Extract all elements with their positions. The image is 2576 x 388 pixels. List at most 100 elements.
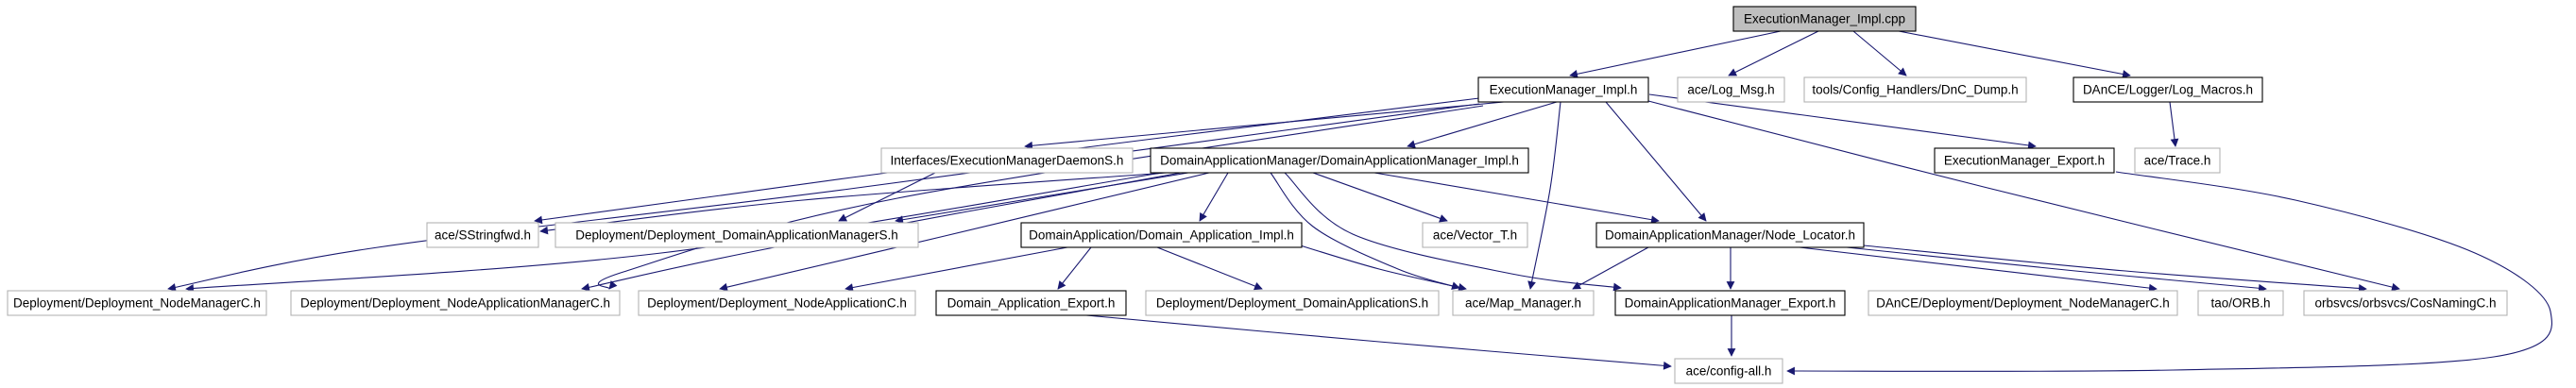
graph-node-label-damS: Deployment/Deployment_DomainApplicationM…: [575, 228, 897, 243]
include-edge-dam-to-nloc: [1373, 172, 1660, 225]
include-edge-emh-to-emexport: [1648, 93, 2037, 150]
graph-node-box-vec: [1422, 222, 1528, 248]
include-edge-dam-to-map: [1270, 172, 1460, 290]
graph-node-box-emh[interactable]: [1477, 76, 1649, 103]
include-edge-dam-to-vec: [1312, 172, 1448, 223]
include-edge-dai-to-map: [1293, 243, 1467, 292]
include-edge-cpp-to-logmsg: [1728, 30, 1819, 76]
graph-node-label-cpp: ExecutionManager_Impl.cpp: [1744, 12, 1905, 26]
include-edge-nloc-to-map: [1572, 246, 1649, 290]
include-edge-emh-to-dam: [1407, 101, 1558, 148]
graph-node-label-dnc: tools/Config_Handlers/DnC_Dump.h: [1812, 83, 2018, 97]
include-edge-dai-to-daexp: [1057, 246, 1092, 290]
graph-node-damS: Deployment/Deployment_DomainApplicationM…: [554, 222, 919, 248]
graph-node-nloc[interactable]: DomainApplicationManager/Node_Locator.h: [1595, 222, 1865, 248]
graph-node-emexport[interactable]: ExecutionManager_Export.h: [1934, 147, 2115, 174]
graph-node-box-damexp[interactable]: [1614, 290, 1846, 316]
graph-node-box-namc: [290, 290, 621, 316]
graph-node-map: ace/Map_Manager.h: [1452, 290, 1595, 316]
include-edge-emh-to-map: [1527, 101, 1561, 290]
graph-node-dnc: tools/Config_Handlers/DnC_Dump.h: [1803, 76, 2027, 103]
graph-node-box-emexport[interactable]: [1934, 147, 2115, 174]
include-edge-dam-to-dai: [1199, 172, 1229, 222]
graph-node-box-dai[interactable]: [1020, 222, 1303, 248]
graph-node-box-logmsg: [1677, 76, 1785, 103]
graph-node-sstr: ace/SStringfwd.h: [426, 222, 539, 248]
graph-node-cfg: ace/config-all.h: [1674, 358, 1783, 384]
graph-node-nac: Deployment/Deployment_NodeApplicationC.h: [638, 290, 916, 316]
graph-node-namc: Deployment/Deployment_NodeApplicationMan…: [290, 290, 621, 316]
include-edge-dam-to-damexp: [1284, 172, 1622, 292]
include-edge-nloc-to-orb: [1846, 246, 2267, 293]
graph-node-box-damS: [554, 222, 919, 248]
graph-node-box-orb: [2197, 290, 2284, 316]
graph-node-label-damexp: DomainApplicationManager_Export.h: [1625, 296, 1836, 311]
graph-node-box-sstr: [426, 222, 539, 248]
graph-node-emh[interactable]: ExecutionManager_Impl.h: [1477, 76, 1649, 103]
graph-node-label-orb: tao/ORB.h: [2210, 296, 2270, 311]
graph-node-label-cfg: ace/config-all.h: [1686, 364, 1772, 379]
node-layer: ExecutionManager_Impl.cppExecutionManage…: [7, 6, 2508, 384]
graph-node-label-dancenmc: DAnCE/Deployment/Deployment_NodeManagerC…: [1876, 296, 2170, 311]
include-edge-cpp-to-emh: [1569, 30, 1782, 78]
graph-node-box-dnc: [1803, 76, 2027, 103]
graph-node-nmc: Deployment/Deployment_NodeManagerC.h: [7, 290, 267, 316]
include-edge-daexp-to-cfg: [1085, 314, 1672, 370]
graph-node-vec: ace/Vector_T.h: [1422, 222, 1528, 248]
graph-node-box-dancenmc: [1868, 290, 2178, 316]
graph-node-label-dam: DomainApplicationManager/DomainApplicati…: [1160, 154, 1519, 168]
include-edge-dam-to-nac: [719, 172, 1210, 292]
include-edge-nloc-to-cos: [1863, 245, 2367, 293]
include-edge-cpp-to-dnc: [1852, 30, 1907, 76]
graph-node-box-trace: [2134, 147, 2221, 174]
graph-node-box-nloc[interactable]: [1595, 222, 1865, 248]
graph-node-box-cfg: [1674, 358, 1783, 384]
graph-node-logmacros[interactable]: DAnCE/Logger/Log_Macros.h: [2073, 76, 2263, 103]
graph-node-ifaces: Interfaces/ExecutionManagerDaemonS.h: [880, 147, 1134, 174]
graph-node-dai[interactable]: DomainApplication/Domain_Application_Imp…: [1020, 222, 1303, 248]
graph-node-box-cpp[interactable]: [1732, 6, 1917, 32]
include-edge-emh-to-nmc: [167, 103, 1480, 292]
graph-node-label-cos: orbsvcs/orbsvcs/CosNamingC.h: [2314, 296, 2496, 311]
graph-node-orb: tao/ORB.h: [2197, 290, 2284, 316]
graph-node-box-daexp[interactable]: [935, 290, 1127, 316]
graph-node-label-map: ace/Map_Manager.h: [1465, 296, 1581, 311]
graph-node-label-ifaces: Interfaces/ExecutionManagerDaemonS.h: [891, 154, 1124, 168]
include-edge-emexport-to-cfg: [1786, 171, 2552, 376]
graph-node-label-ddas: Deployment/Deployment_DomainApplicationS…: [1156, 296, 1428, 311]
include-edge-dam-to-damS: [895, 172, 1189, 225]
edge-layer: [167, 30, 2552, 376]
graph-node-damexp[interactable]: DomainApplicationManager_Export.h: [1614, 290, 1846, 316]
include-edge-emh-to-nloc: [1605, 101, 1707, 222]
include-edge-emh-to-ifaces: [1024, 101, 1505, 150]
graph-node-label-namc: Deployment/Deployment_NodeApplicationMan…: [300, 296, 610, 311]
graph-node-cpp[interactable]: ExecutionManager_Impl.cpp: [1732, 6, 1917, 32]
include-edge-nloc-to-dancenmc: [1799, 246, 2158, 293]
graph-node-ddas: Deployment/Deployment_DomainApplicationS…: [1145, 290, 1440, 316]
graph-node-label-logmsg: ace/Log_Msg.h: [1687, 83, 1774, 97]
include-edge-dam-to-nmc: [185, 172, 1163, 293]
graph-node-dam[interactable]: DomainApplicationManager/DomainApplicati…: [1150, 147, 1529, 174]
graph-node-box-ddas: [1145, 290, 1440, 316]
graph-node-label-daexp: Domain_Application_Export.h: [947, 296, 1116, 311]
include-edge-emh-to-cos: [1647, 100, 2400, 292]
include-edge-dai-to-nac: [844, 246, 1068, 292]
graph-node-label-nloc: DomainApplicationManager/Node_Locator.h: [1605, 228, 1855, 243]
graph-node-box-logmacros[interactable]: [2073, 76, 2263, 103]
graph-node-label-emexport: ExecutionManager_Export.h: [1944, 154, 2105, 168]
graph-node-label-emh: ExecutionManager_Impl.h: [1490, 83, 1638, 97]
graph-node-label-sstr: ace/SStringfwd.h: [435, 228, 531, 243]
graph-node-box-nac: [638, 290, 916, 316]
graph-node-box-dam[interactable]: [1150, 147, 1529, 174]
graph-node-logmsg: ace/Log_Msg.h: [1677, 76, 1785, 103]
include-edge-ifaces-to-damS: [838, 172, 936, 222]
graph-node-cos: orbsvcs/orbsvcs/CosNamingC.h: [2303, 290, 2508, 316]
graph-node-label-trace: ace/Trace.h: [2144, 154, 2211, 168]
graph-node-box-nmc: [7, 290, 267, 316]
graph-node-daexp[interactable]: Domain_Application_Export.h: [935, 290, 1127, 316]
graph-node-label-nmc: Deployment/Deployment_NodeManagerC.h: [13, 296, 261, 311]
graph-node-trace: ace/Trace.h: [2134, 147, 2221, 174]
graph-node-box-map: [1452, 290, 1595, 316]
